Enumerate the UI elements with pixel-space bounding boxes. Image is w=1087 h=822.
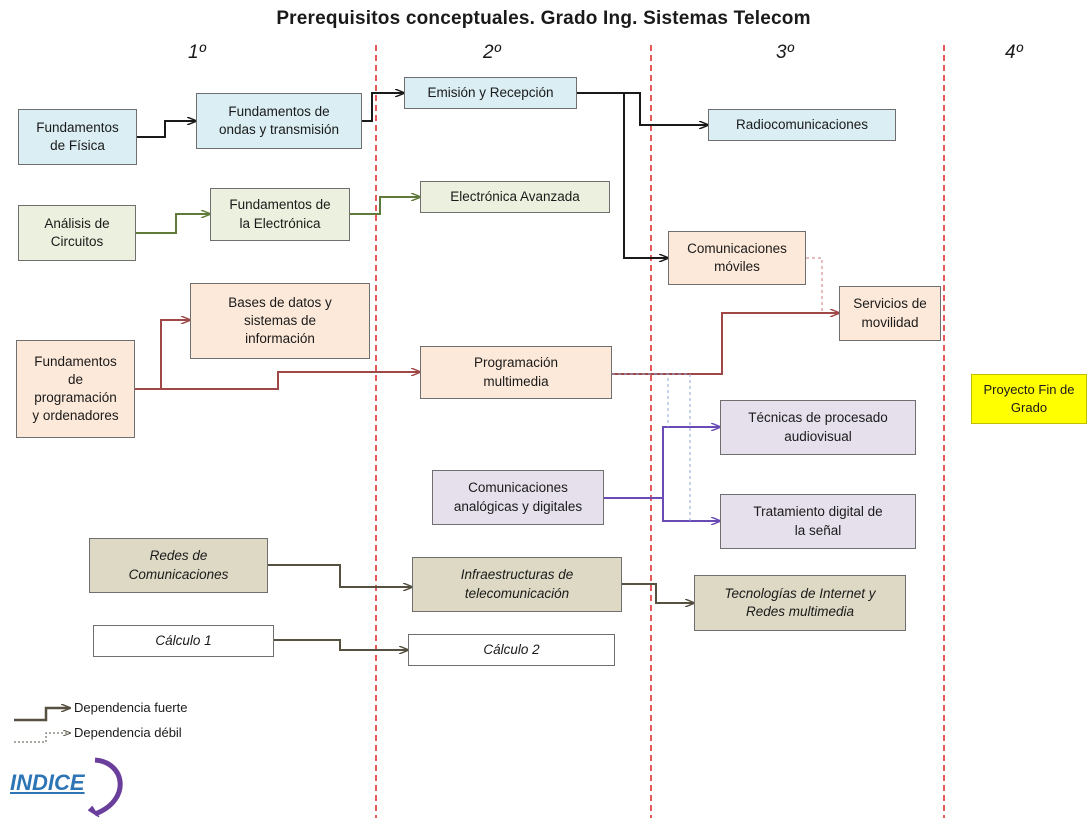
- course-electronica-avanzada: Electrónica Avanzada: [420, 181, 610, 213]
- arrow-multimedia-servicios: [612, 313, 839, 375]
- course-emision-recepcion: Emisión y Recepción: [404, 77, 577, 109]
- arrow-electronica-avanzada: [350, 197, 420, 215]
- course-radiocomunicaciones: Radiocomunicaciones: [708, 109, 896, 141]
- course-calculo-2: Cálculo 2: [408, 634, 615, 666]
- course-fundamentos-ondas: Fundamentos de ondas y transmisión: [196, 93, 362, 149]
- year-dividers: [375, 45, 945, 818]
- course-fundamentos-fisica: Fundamentos de Física: [18, 109, 137, 165]
- arrow-emision-moviles: [623, 93, 668, 258]
- indice-swirl-icon: [94, 757, 123, 817]
- arrow-emision-radio: [577, 92, 708, 125]
- course-bases-datos: Bases de datos y sistemas de información: [190, 283, 370, 359]
- course-comunicaciones-moviles: Comunicaciones móviles: [668, 231, 806, 285]
- course-fundamentos-programacion: Fundamentos de programación y ordenadore…: [16, 340, 135, 438]
- legend-weak-label: Dependencia débil: [74, 725, 182, 740]
- year-label-4: 4º: [1005, 42, 1023, 63]
- course-analisis-circuitos: Análisis de Circuitos: [18, 205, 136, 261]
- indice-link[interactable]: INDICE: [10, 770, 85, 795]
- course-programacion-multimedia: Programación multimedia: [420, 346, 612, 399]
- course-tratamiento-digital: Tratamiento digital de la señal: [720, 494, 916, 549]
- arrow-prog-bases: [135, 320, 190, 390]
- legend-weak-sample: [14, 733, 70, 743]
- weak-multimedia-tecnicas: [612, 373, 669, 427]
- arrow-fisica-ondas: [137, 121, 196, 138]
- arrow-redes-infra: [268, 564, 412, 587]
- course-servicios-movilidad: Servicios de movilidad: [839, 286, 941, 341]
- arrow-calculo1-calculo2: [274, 639, 408, 650]
- course-proyecto-fin-grado: Proyecto Fin de Grado: [971, 374, 1087, 424]
- arrow-prog-multimedia: [135, 372, 420, 390]
- legend-strong-label: Dependencia fuerte: [74, 700, 188, 715]
- arrow-ondas-emision: [362, 93, 404, 122]
- arrow-com-tratamiento: [662, 498, 720, 521]
- year-label-3: 3º: [776, 42, 794, 63]
- diagram-title: Prerequisitos conceptuales. Grado Ing. S…: [276, 8, 811, 29]
- year-label-2: 2º: [483, 42, 501, 63]
- weak-moviles-servicios: [806, 257, 823, 313]
- arrow-com-tecnicas: [604, 427, 720, 499]
- arrow-circuitos-electronica: [136, 214, 210, 234]
- course-infraestructuras: Infraestructuras de telecomunicación: [412, 557, 622, 612]
- course-comunicaciones-analogicas: Comunicaciones analógicas y digitales: [432, 470, 604, 525]
- year-label-1: 1º: [188, 42, 206, 63]
- course-tecnicas-procesado: Técnicas de procesado audiovisual: [720, 400, 916, 455]
- course-calculo-1: Cálculo 1: [93, 625, 274, 657]
- course-tecnologias-internet: Tecnologías de Internet y Redes multimed…: [694, 575, 906, 631]
- course-redes-comunicaciones: Redes de Comunicaciones: [89, 538, 268, 593]
- weak-multimedia-tratamiento: [612, 373, 691, 521]
- course-fundamentos-electronica: Fundamentos de la Electrónica: [210, 188, 350, 241]
- legend-strong-sample: [14, 708, 70, 722]
- arrow-infra-tecnologias: [622, 583, 694, 603]
